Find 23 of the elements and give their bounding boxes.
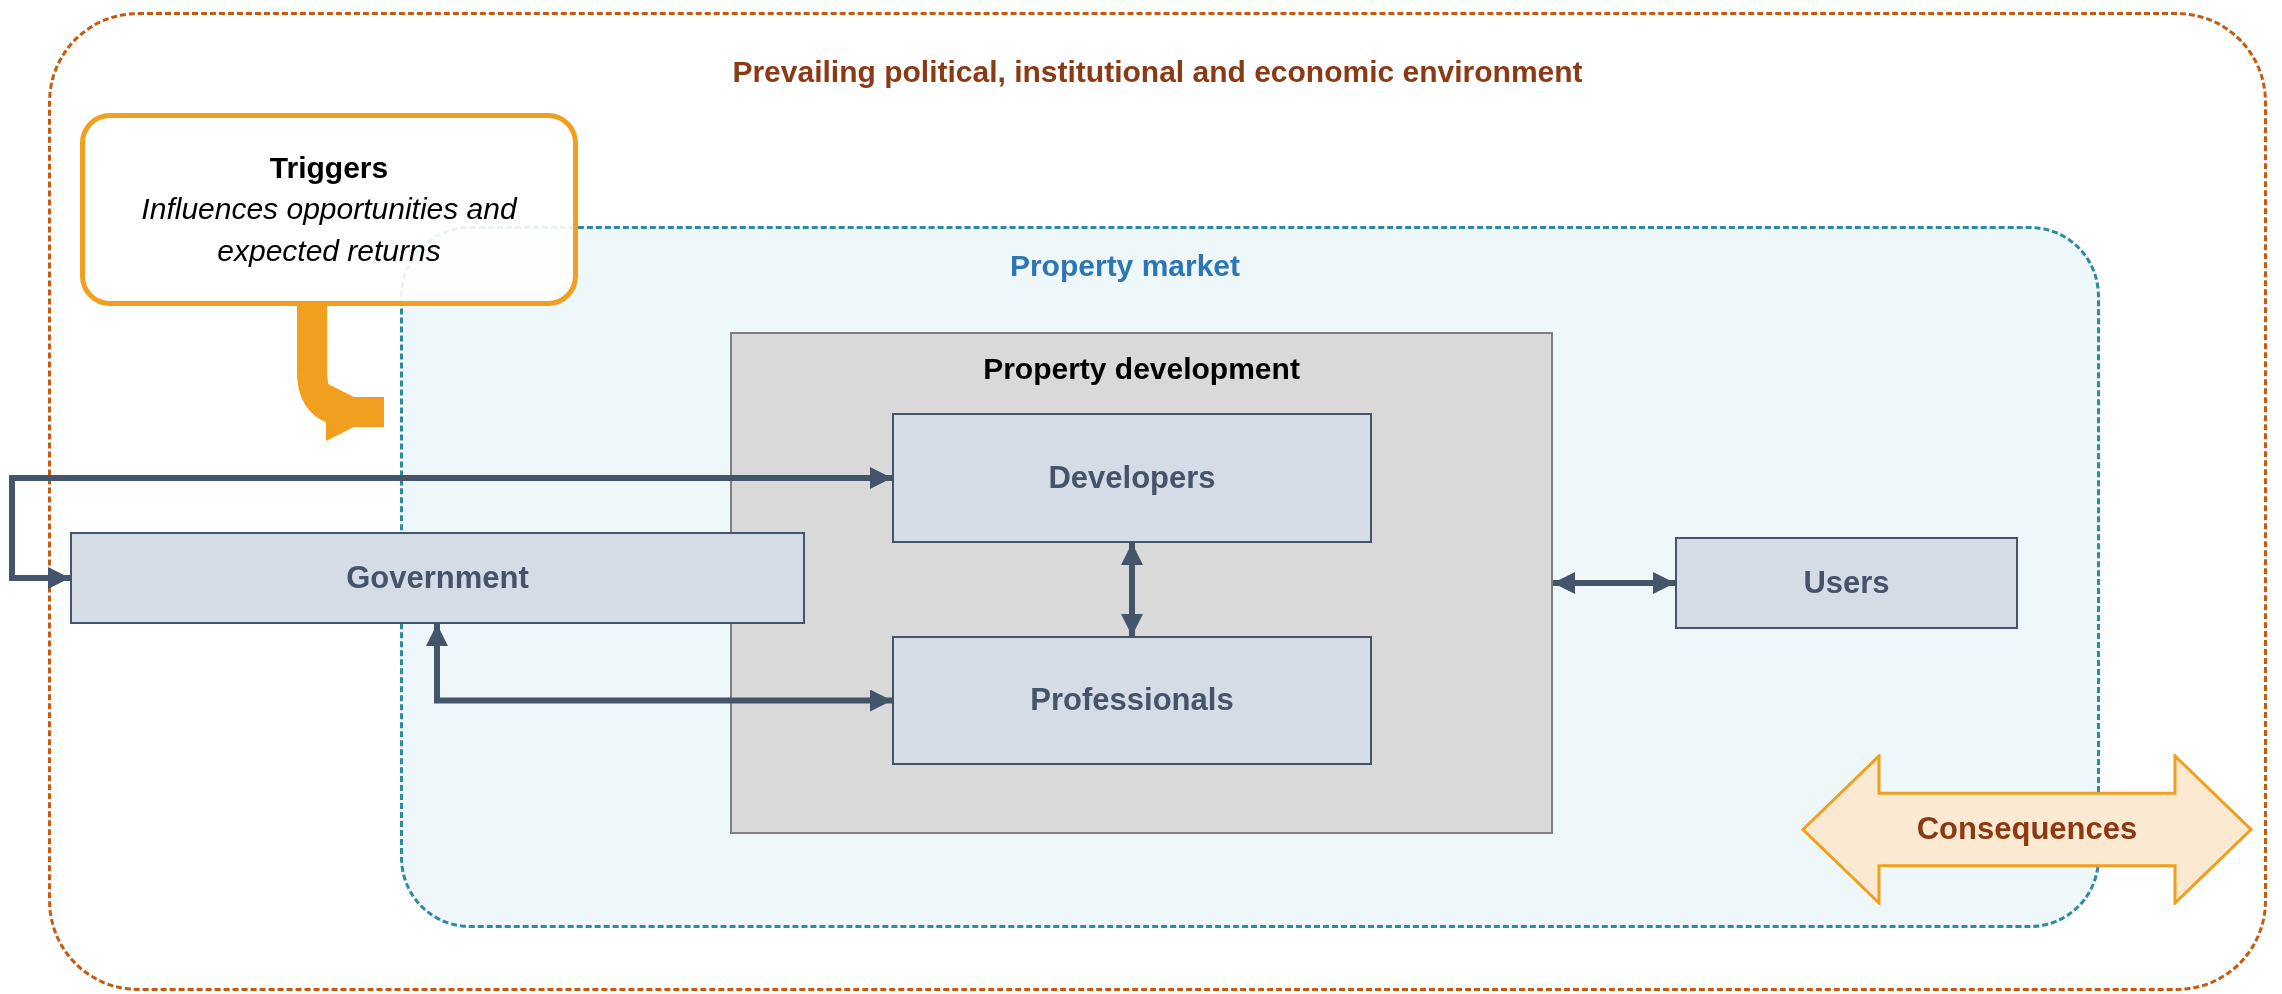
bent-arrow <box>297 306 384 441</box>
region-title: Property market <box>1009 248 1241 284</box>
connector-arrow <box>1553 572 1675 594</box>
actor-box <box>70 532 805 624</box>
panel-title: Property development <box>983 351 1300 387</box>
box-label: Developers <box>1048 458 1216 497</box>
connector-arrow <box>426 624 892 712</box>
connector-arrow <box>9 467 892 589</box>
arrow-label: Consequences <box>1916 810 2138 849</box>
environment-dashed-frame <box>48 12 2267 991</box>
box-label: Users <box>1803 563 1890 602</box>
frame-title: Prevailing political, institutional and economic environment <box>732 54 1583 90</box>
callout-heading: Triggers <box>269 149 389 186</box>
actor-box <box>892 636 1372 765</box>
callout-text: Influences opportunities and expected returns <box>140 190 519 269</box>
trigger-callout-box <box>80 113 578 306</box>
double-arrow-shape <box>1801 754 2253 905</box>
box-label: Professionals <box>1030 681 1234 720</box>
actor-box <box>892 413 1372 543</box>
box-label: Government <box>346 558 529 597</box>
development-panel <box>730 332 1553 834</box>
connector-arrow <box>1121 543 1143 636</box>
actor-box <box>1675 537 2018 629</box>
